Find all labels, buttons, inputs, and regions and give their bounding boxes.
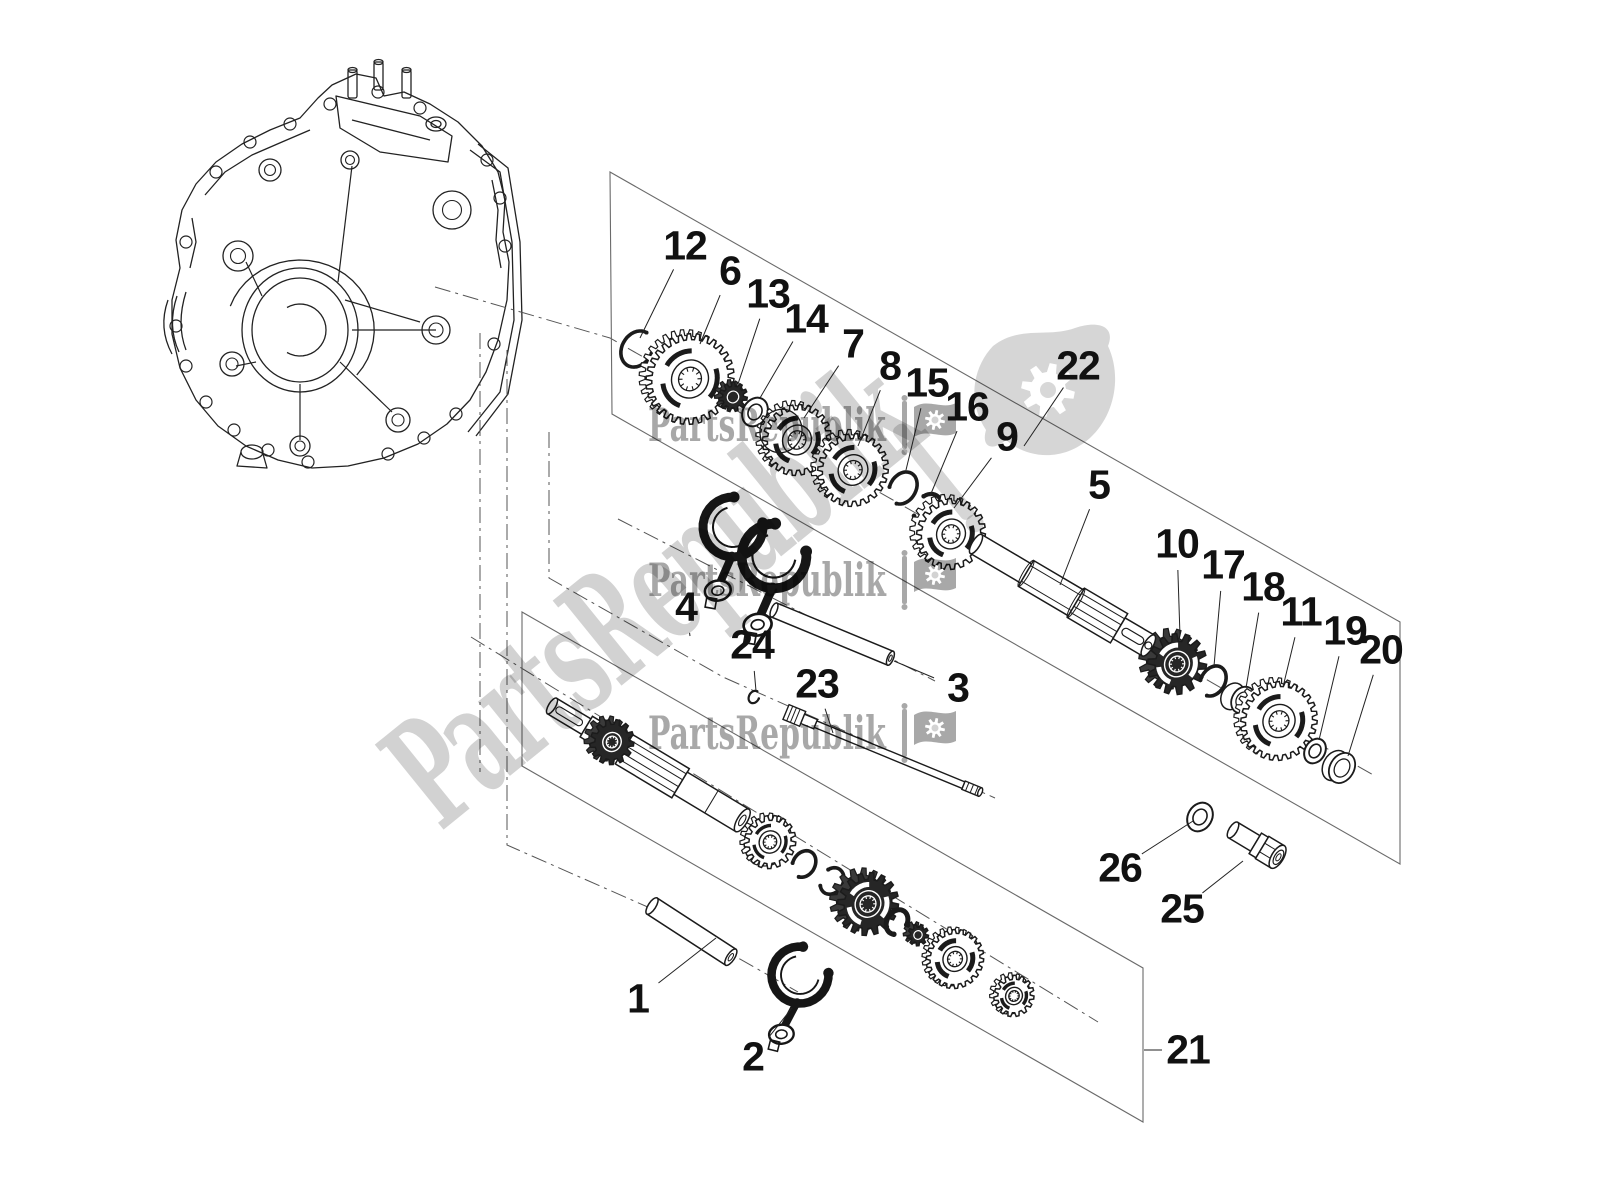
assembly-panels — [521, 171, 1401, 1123]
leader-lines — [639, 269, 1374, 1051]
selector-pin-23-graphic — [782, 703, 984, 798]
watermark-row-text: PartsRepublik — [648, 398, 887, 452]
shift-fork-4b-graphic — [736, 517, 813, 646]
fork-rod-1-graphic — [645, 896, 738, 967]
bolt-25-graphic — [1226, 821, 1287, 870]
watermark-row-text: PartsRepublik — [648, 706, 887, 760]
exploded-parts — [619, 329, 1357, 1018]
primary-shaft-graphic — [545, 697, 751, 833]
watermark-row-text: PartsRepublik — [648, 553, 887, 607]
shift-fork-4a-graphic — [698, 491, 769, 610]
crankcase-drawing — [163, 58, 523, 469]
fork-rod-3-graphic — [769, 602, 896, 667]
gearbox-panel-upper — [609, 171, 1401, 865]
watermark-big-flag — [893, 324, 1116, 533]
gearbox-panel-lower — [521, 611, 1144, 1123]
main-shaft-5-graphic — [968, 533, 1157, 657]
